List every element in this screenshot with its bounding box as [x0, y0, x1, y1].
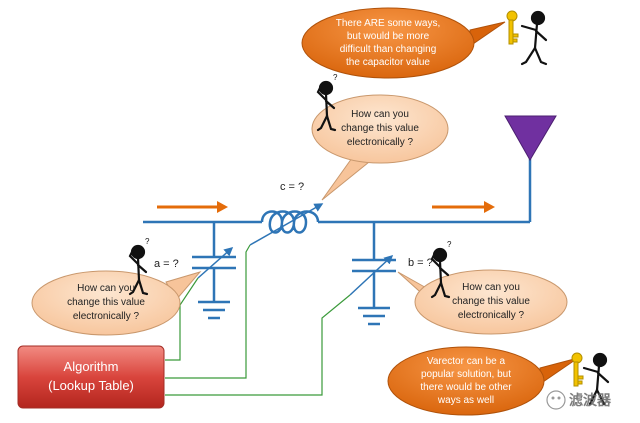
ground-b: [358, 306, 390, 326]
bubble-right-line-3: electronically ?: [458, 310, 525, 321]
bubble-top-right-line-3: difficult than changing: [340, 44, 437, 55]
bubble-left-line-3: electronically ?: [73, 311, 140, 322]
algorithm-line-2: (Lookup Table): [48, 378, 134, 393]
key-icon: [571, 352, 584, 387]
bubble-bottom-right-line-4: ways as well: [437, 395, 494, 406]
bubble-right-line-2: change this value: [452, 296, 530, 307]
thinking-figure-right: ?: [430, 240, 452, 299]
bubble-bottom-right-line-3: there would be other: [420, 382, 512, 393]
watermark: 滤波器: [546, 390, 612, 410]
ground-a: [198, 300, 230, 320]
bubble-top-right-line-1: There ARE some ways,: [336, 18, 440, 29]
svg-text:?: ?: [145, 237, 150, 246]
bubble-right-line-1: How can you: [462, 282, 520, 293]
watermark-text: 滤波器: [569, 392, 612, 408]
algorithm-box: Algorithm (Lookup Table): [17, 345, 165, 409]
bubble-right: How can you change this value electronic…: [397, 269, 568, 335]
key-figure-top: [506, 10, 548, 66]
thinking-figure-left: ?: [128, 237, 150, 296]
watermark-logo-icon: [546, 390, 566, 410]
bubble-center-line-3: electronically ?: [347, 137, 414, 148]
bubble-center-line-2: change this value: [341, 123, 419, 134]
bubble-left: How can you change this value electronic…: [31, 270, 202, 336]
bubble-top-right: There ARE some ways, but would be more d…: [301, 7, 506, 79]
label-b: b = ?: [408, 257, 433, 269]
bubble-top-right-line-4: the capacitor value: [346, 57, 430, 68]
label-c: c = ?: [280, 181, 304, 193]
algorithm-line-1: Algorithm: [64, 359, 119, 374]
label-a: a = ?: [154, 258, 179, 270]
capacitor-b-tuning-arrow: [349, 254, 394, 296]
antenna-triangle: [504, 115, 557, 161]
bubble-bottom-right: Varector can be a popular solution, but …: [387, 346, 579, 416]
capacitor-a-tuning-arrow: [197, 247, 234, 279]
bubble-left-line-1: How can you: [77, 283, 135, 294]
bubble-bottom-right-line-2: popular solution, but: [421, 369, 511, 380]
thinking-figure-center: ?: [316, 73, 338, 132]
bubble-top-right-line-2: but would be more: [347, 31, 430, 42]
bubble-center: How can you change this value electronic…: [311, 94, 449, 201]
svg-text:?: ?: [447, 240, 452, 249]
key-icon: [506, 10, 519, 45]
key-figure-bottom: [571, 352, 610, 406]
inductor-tuning-arrow: [249, 203, 324, 246]
control-lines: [165, 244, 351, 396]
inductor-coil: [260, 210, 320, 234]
capacitor-b: [352, 222, 396, 308]
svg-text:?: ?: [333, 73, 338, 82]
bubble-left-line-2: change this value: [67, 297, 145, 308]
bubble-bottom-right-line-1: Varector can be a: [427, 356, 506, 367]
signal-arrow-right: [432, 201, 495, 213]
signal-arrow-left: [157, 201, 228, 213]
capacitor-a: [192, 222, 236, 302]
bubble-center-line-1: How can you: [351, 109, 409, 120]
